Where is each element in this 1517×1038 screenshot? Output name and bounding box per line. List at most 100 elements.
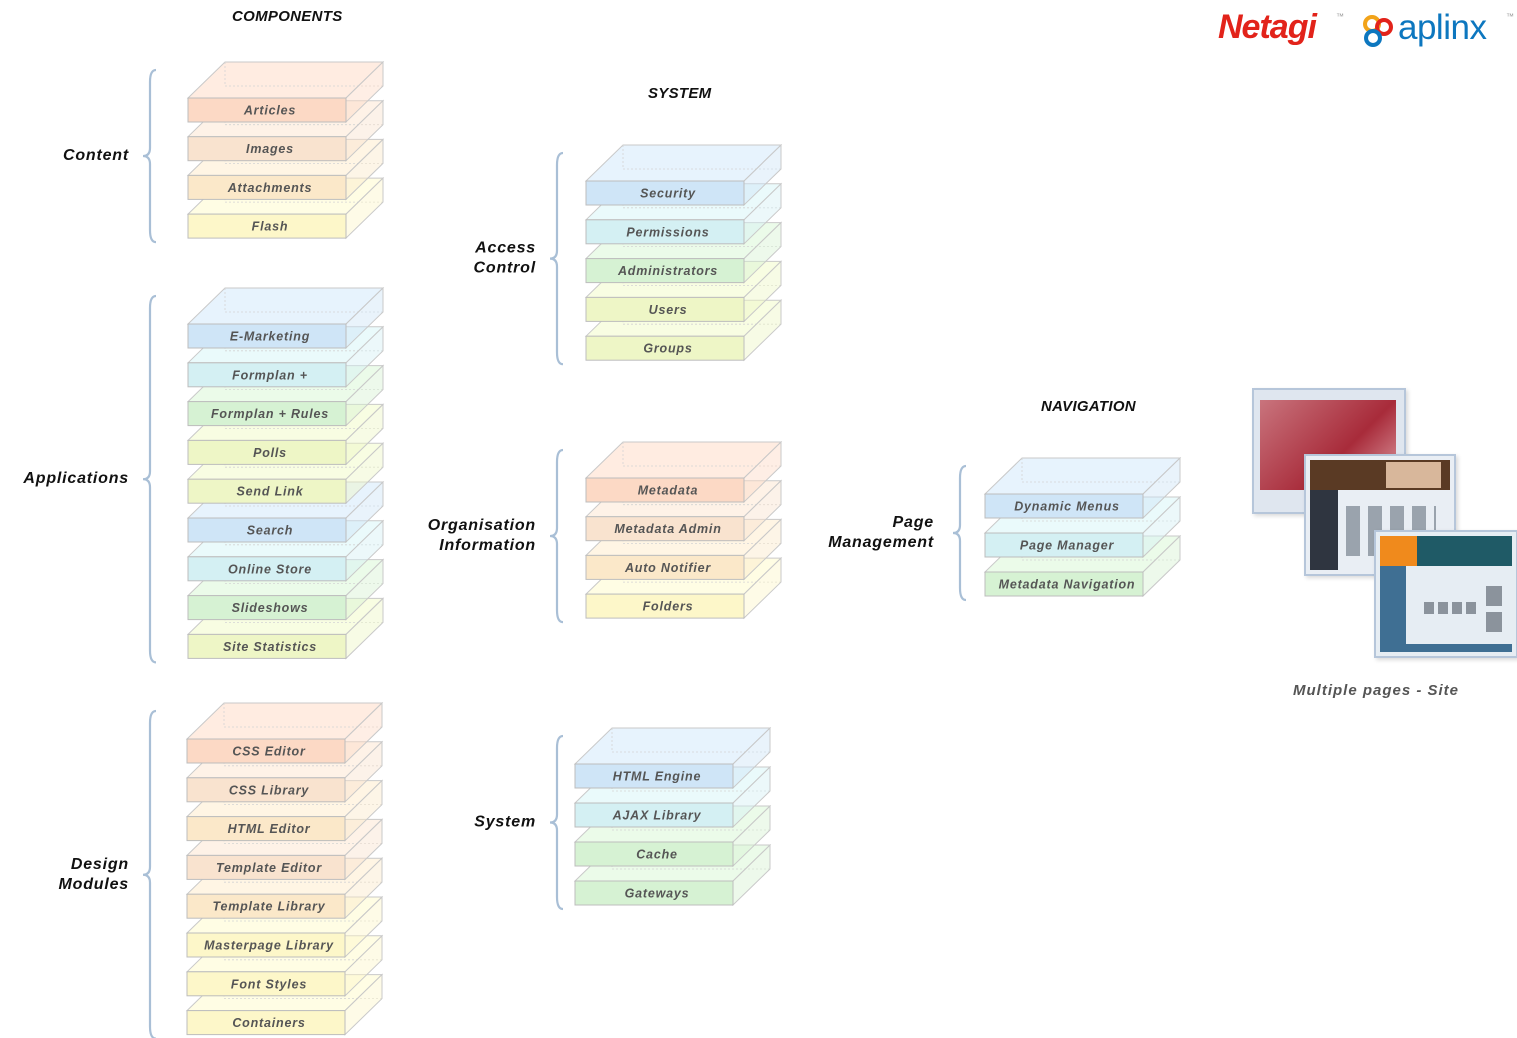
stack-access-control: AccessControlGroupsUsersAdministratorsPe… <box>474 143 783 366</box>
layer-label: Site Statistics <box>223 640 317 654</box>
layer-front-face <box>186 893 346 919</box>
layer-front-face <box>984 493 1144 519</box>
layer-label: Containers <box>232 1016 305 1030</box>
layer-front-face <box>187 633 347 659</box>
group-label-page-management: Management <box>828 534 934 551</box>
layer-front-face <box>585 554 745 580</box>
layer-label: Formplan + <box>232 368 308 382</box>
group-label-organisation-information: Organisation <box>428 517 536 534</box>
layer-front-face <box>187 213 347 239</box>
brace-applications <box>142 294 157 664</box>
group-label-organisation-information: Information <box>439 537 536 554</box>
layer-front-face <box>585 593 745 619</box>
layer-label: HTML Engine <box>613 770 701 784</box>
layer-front-face <box>585 335 745 361</box>
layer-hidden-edge <box>611 728 770 753</box>
layer-articles: Articles <box>186 60 385 124</box>
layer-front-face <box>574 841 734 867</box>
layer-front-face <box>187 595 347 621</box>
group-label-system: System <box>474 814 536 831</box>
layer-hidden-edge <box>224 62 383 87</box>
layer-label: Articles <box>243 104 296 118</box>
layer-css-editor: CSS Editor <box>185 701 384 765</box>
layer-label: E-Marketing <box>230 330 310 344</box>
site-page-3-side-blocks <box>1486 586 1502 636</box>
layer-label: Gateways <box>625 887 690 901</box>
layer-e-marketing: E-Marketing <box>186 286 385 350</box>
layer-dynamic-menus: Dynamic Menus <box>983 456 1182 520</box>
layer-label: Template Library <box>212 900 325 914</box>
layer-front-face <box>585 219 745 245</box>
site-page-3-blocks <box>1424 602 1478 614</box>
layer-label: Page Manager <box>1020 539 1115 553</box>
layer-label: AJAX Library <box>612 809 702 823</box>
layer-front-face <box>585 180 745 206</box>
layer-label: Flash <box>252 220 289 234</box>
layer-security: Security <box>584 143 783 207</box>
layer-label: Groups <box>643 342 692 356</box>
brace-system <box>549 734 564 911</box>
layer-front-face <box>187 323 347 349</box>
layer-front-face <box>187 136 347 162</box>
layer-label: Slideshows <box>232 601 309 615</box>
layer-label: Administrators <box>617 264 718 278</box>
layer-front-face <box>187 517 347 543</box>
layer-label: CSS Library <box>229 783 310 797</box>
layer-label: Metadata Navigation <box>999 578 1136 592</box>
layer-label: Cache <box>636 848 678 862</box>
netagi-tm: ™ <box>1336 12 1344 21</box>
site-page-3 <box>1374 530 1517 658</box>
layer-front-face <box>585 477 745 503</box>
layer-front-face <box>574 802 734 828</box>
navigation-title: NAVIGATION <box>1041 398 1136 415</box>
site-page-2-photo <box>1386 462 1441 488</box>
layer-front-face <box>187 97 347 123</box>
layer-front-face <box>186 1010 346 1036</box>
layer-label: Template Editor <box>216 861 322 875</box>
layer-label: Polls <box>253 446 287 460</box>
layer-hidden-edge <box>223 703 382 728</box>
layer-front-face <box>186 854 346 880</box>
layer-front-face <box>187 439 347 465</box>
components-title: COMPONENTS <box>232 8 343 25</box>
layer-front-face <box>585 296 745 322</box>
layer-front-face <box>585 258 745 284</box>
layer-front-face <box>186 777 346 803</box>
group-label-applications: Applications <box>22 470 129 487</box>
layer-metadata: Metadata <box>584 440 783 504</box>
layer-hidden-edge <box>224 288 383 313</box>
layer-front-face <box>984 532 1144 558</box>
group-label-access-control: Access <box>474 240 536 257</box>
brace-organisation-information <box>549 448 564 624</box>
layer-front-face <box>186 738 346 764</box>
brace-access-control <box>549 151 564 366</box>
layer-front-face <box>187 478 347 504</box>
netagi-wordmark: Netagi <box>1218 8 1317 46</box>
group-label-design-modules: Design <box>71 856 129 873</box>
layer-hidden-edge <box>622 442 781 467</box>
layer-label: Users <box>649 303 688 317</box>
layer-label: Auto Notifier <box>624 561 711 575</box>
group-label-page-management: Page <box>893 514 934 531</box>
layer-label: Online Store <box>228 562 312 576</box>
brace-content <box>142 68 157 244</box>
layer-front-face <box>187 556 347 582</box>
layer-hidden-edge <box>1021 458 1180 483</box>
layer-front-face <box>984 571 1144 597</box>
aplinx-wordmark: aplinx <box>1398 8 1487 47</box>
group-label-design-modules: Modules <box>59 876 130 893</box>
layer-label: Security <box>640 187 696 201</box>
layer-front-face <box>574 880 734 906</box>
layer-label: Formplan + Rules <box>211 407 329 421</box>
layer-front-face <box>187 401 347 427</box>
layer-label: Metadata Admin <box>614 522 721 536</box>
site-page-3-footer <box>1380 644 1512 652</box>
layer-html-engine: HTML Engine <box>573 726 772 790</box>
layer-label: Metadata <box>638 484 699 498</box>
aplinx-tm: ™ <box>1506 12 1514 21</box>
